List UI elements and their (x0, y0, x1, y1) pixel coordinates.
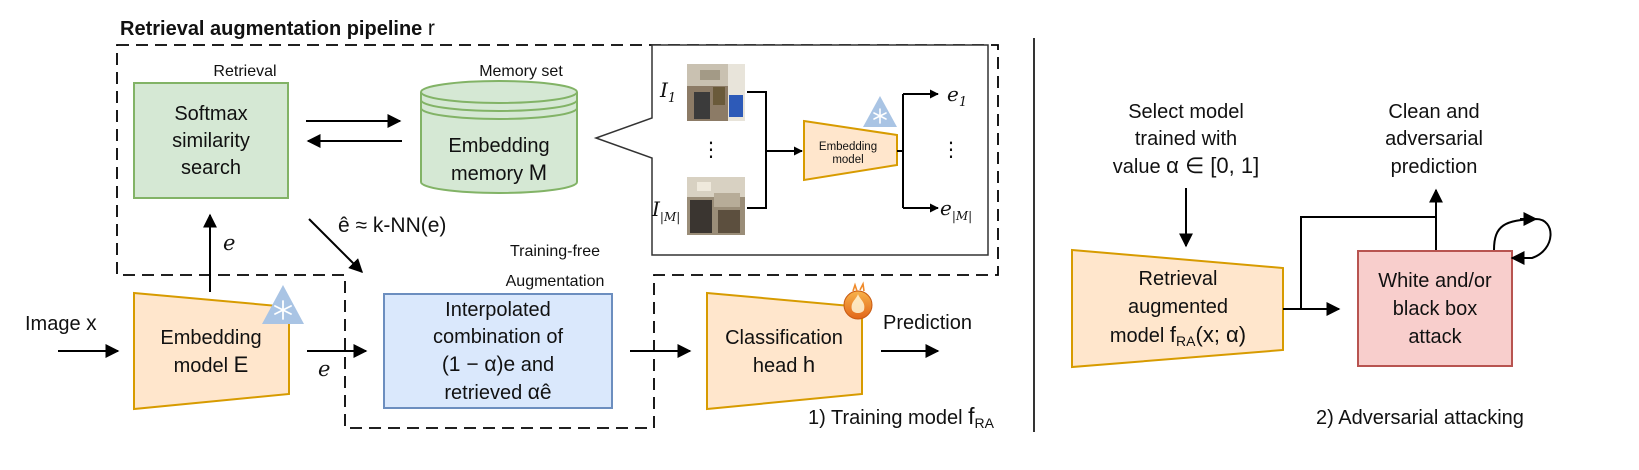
memory-line1: Embedding (448, 135, 549, 157)
arrow-knn-to-augmentation (308, 218, 363, 273)
clean-pred-line3: prediction (1391, 156, 1478, 178)
knn-label: ê ≈ k-NN(e) (338, 214, 446, 237)
memory-image-thumbnail-2 (687, 177, 745, 235)
softmax-search-line1: Softmax (174, 103, 247, 125)
prediction-label: Prediction (883, 312, 972, 334)
connector-ra-to-clean (1300, 216, 1436, 309)
image-first-label: I1 (659, 78, 676, 106)
augmentation-line3: (1 − α)e and (442, 353, 554, 376)
augmentation-box (383, 293, 613, 409)
retrieval-section-label: Retrieval (213, 63, 276, 80)
ra-model-line2: augmented (1128, 296, 1228, 318)
memory-section-label: Memory set (479, 63, 563, 80)
snowflake-icon (863, 96, 897, 127)
attack-box (1357, 250, 1513, 367)
ra-model-line1: Retrieval (1139, 268, 1218, 290)
emb-first-label: e1 (947, 82, 967, 110)
callout-model-line1: Embedding (819, 141, 877, 153)
memory-image-thumbnail-1 (687, 64, 745, 121)
embedding-model-E (133, 291, 290, 411)
classification-head (706, 291, 863, 411)
part1-caption: 1) Training model fRA (808, 403, 995, 431)
emb-last-label: e|M| (940, 196, 972, 223)
image-last-label: I|M| (651, 197, 680, 224)
select-model-line3: value α ∈ [0, 1] (1113, 153, 1259, 178)
edge-e-right-label: e (318, 357, 330, 381)
augmentation-label-line2: Augmentation (506, 273, 605, 290)
fire-icon (843, 281, 873, 320)
edge-e-up-label: e (223, 231, 235, 255)
attack-line3: attack (1408, 326, 1462, 348)
embedding-model-line2: model E (174, 352, 249, 377)
memory-line2: memory M (451, 160, 547, 185)
part2-caption: 2) Adversarial attacking (1316, 407, 1524, 429)
clean-pred-line2: adversarial (1385, 128, 1483, 150)
select-model-line1: Select model (1128, 101, 1244, 123)
augmentation-line2: combination of (433, 326, 564, 348)
softmax-search-line2: similarity (172, 130, 250, 152)
callout-model-line2: model (832, 154, 863, 166)
augmentation-line4: retrieved αê (444, 381, 551, 404)
clean-pred-line1: Clean and (1388, 101, 1479, 123)
connector-image2 (747, 151, 767, 209)
memory-cylinder (420, 80, 578, 194)
connector-emb-split (897, 94, 904, 208)
connector-image1 (747, 91, 767, 151)
pipeline-dashed-outline (116, 44, 999, 429)
callout-embedding-model (803, 119, 898, 182)
augmentation-label-line1: Training-free (510, 243, 600, 260)
attack-line2: black box (1393, 298, 1478, 320)
input-image-label: Image x (25, 312, 97, 335)
retrieval-augmented-model (1071, 248, 1284, 369)
classification-line1: Classification (725, 327, 843, 349)
embedding-model-line1: Embedding (160, 327, 261, 349)
softmax-search-box (133, 82, 289, 199)
pipeline-title: Retrieval augmentation pipeline r (120, 17, 435, 40)
image-dots: ⋮ (701, 139, 721, 161)
emb-dots: ⋮ (941, 139, 961, 161)
select-model-line2: trained with (1135, 128, 1237, 150)
augmentation-line1: Interpolated (445, 299, 551, 321)
ra-model-line3: model fRA(x; α) (1110, 322, 1246, 349)
snowflake-icon (262, 285, 304, 324)
classification-line2: head h (753, 352, 815, 377)
softmax-search-line3: search (181, 157, 241, 179)
attack-line1: White and/or (1378, 270, 1492, 292)
